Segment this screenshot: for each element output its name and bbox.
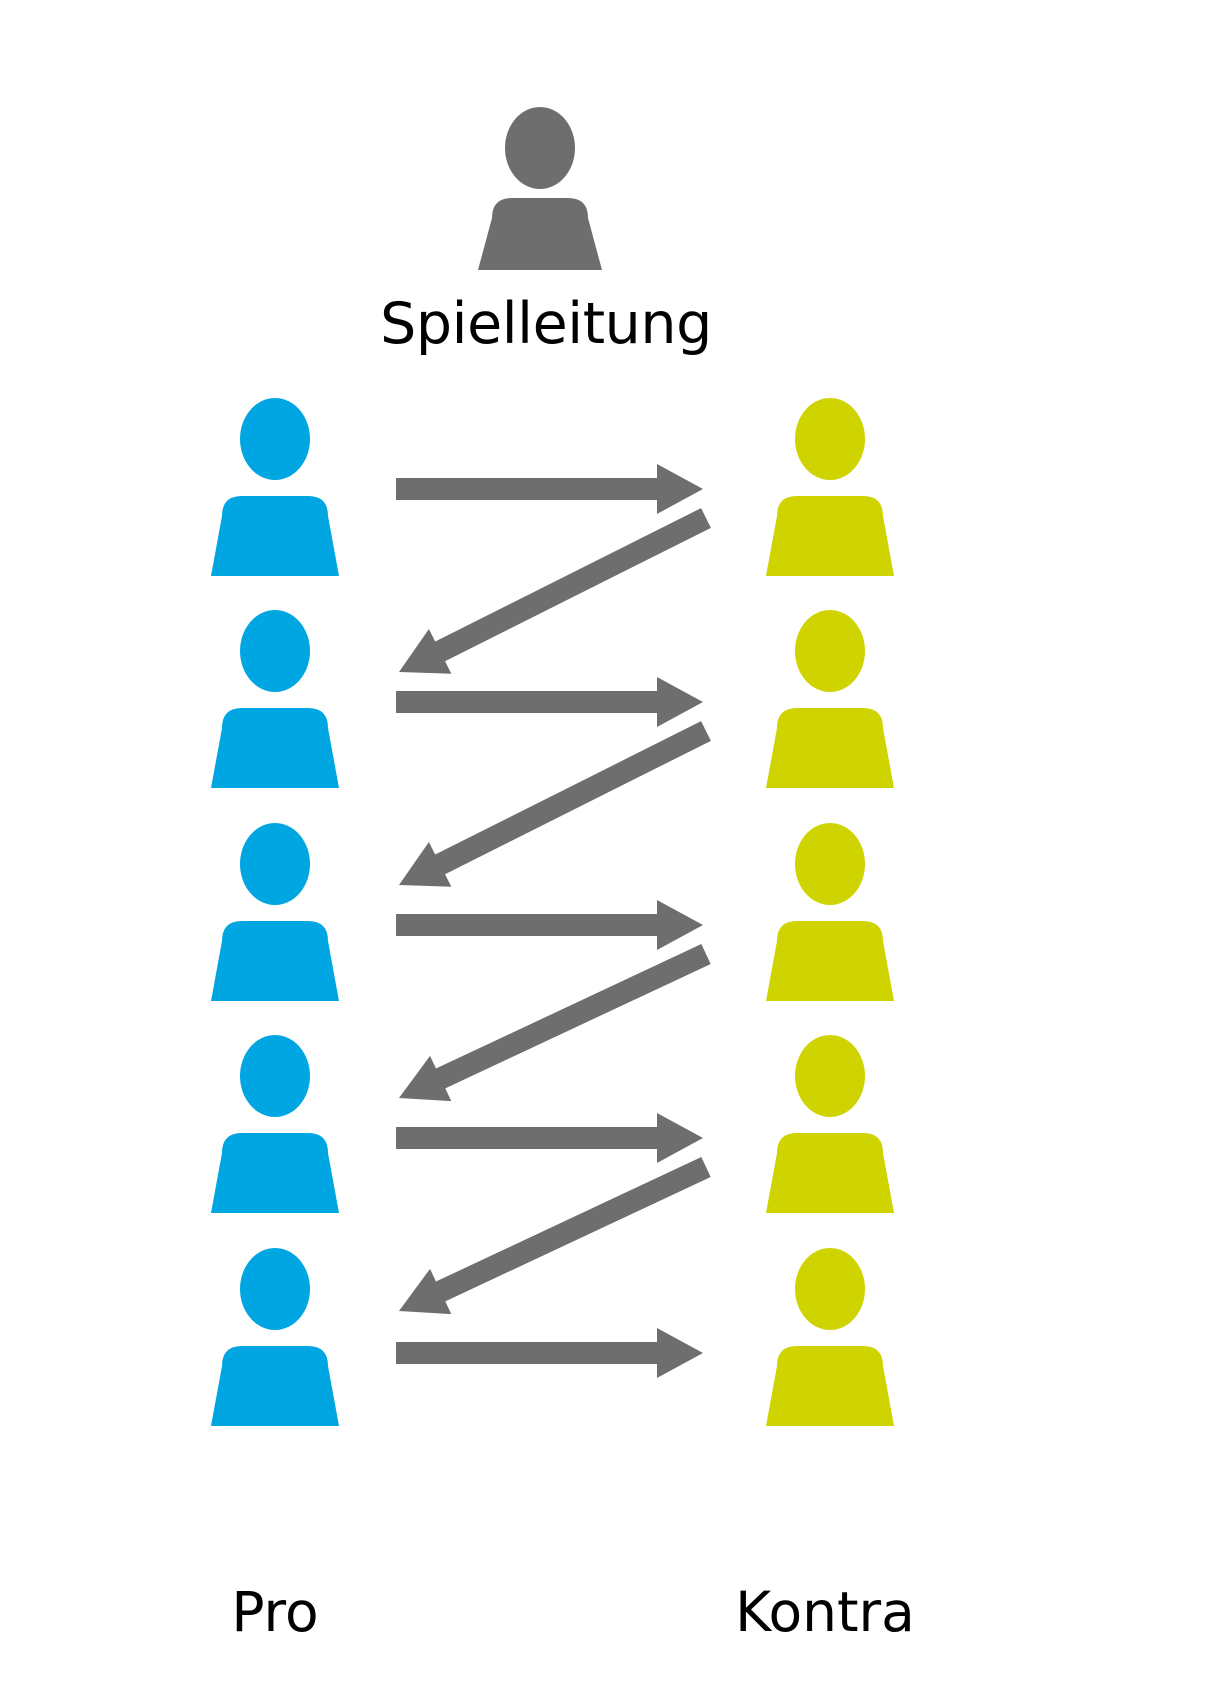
pro-person-5-head [240, 1248, 310, 1330]
arrow-pro-to-kontra-3 [396, 900, 703, 950]
pro-person-2-body [211, 708, 339, 788]
arrow-pro-to-kontra-2 [396, 677, 703, 727]
kontra-person-4-body [766, 1133, 894, 1213]
arrow-pro-to-kontra-5 [396, 1328, 703, 1378]
pro-person-2-head [240, 610, 310, 692]
kontra-person-4-head [795, 1035, 865, 1117]
kontra-person-2-head [795, 610, 865, 692]
arrow-kontra-to-pro-3 [399, 944, 711, 1102]
kontra-person-1-body [766, 496, 894, 576]
moderator-person-icon [478, 107, 602, 270]
pro-side-label: Pro [231, 1580, 319, 1644]
pro-column-icons [211, 398, 339, 1426]
pro-person-1-body [211, 496, 339, 576]
kontra-person-3-head [795, 823, 865, 905]
kontra-person-2-body [766, 708, 894, 788]
kontra-column-icons [766, 398, 894, 1426]
arrow-kontra-to-pro-4 [399, 1157, 711, 1315]
moderator-body [478, 198, 602, 270]
pro-person-1-head [240, 398, 310, 480]
kontra-side-label: Kontra [735, 1580, 915, 1644]
moderator-head [505, 107, 575, 189]
kontra-person-3-body [766, 921, 894, 1001]
arrow-pro-to-kontra-1 [396, 464, 703, 514]
kontra-person-1-head [795, 398, 865, 480]
arrow-pro-to-kontra-4 [396, 1113, 703, 1163]
pro-person-4-head [240, 1035, 310, 1117]
moderator-label: Spielleitung [380, 291, 712, 357]
pro-person-4-body [211, 1133, 339, 1213]
kontra-person-5-body [766, 1346, 894, 1426]
arrow-kontra-to-pro-1 [399, 508, 711, 674]
arrow-group [396, 464, 711, 1378]
pro-person-3-body [211, 921, 339, 1001]
arrow-kontra-to-pro-2 [399, 721, 711, 887]
pro-person-3-head [240, 823, 310, 905]
pro-person-5-body [211, 1346, 339, 1426]
kontra-person-5-head [795, 1248, 865, 1330]
